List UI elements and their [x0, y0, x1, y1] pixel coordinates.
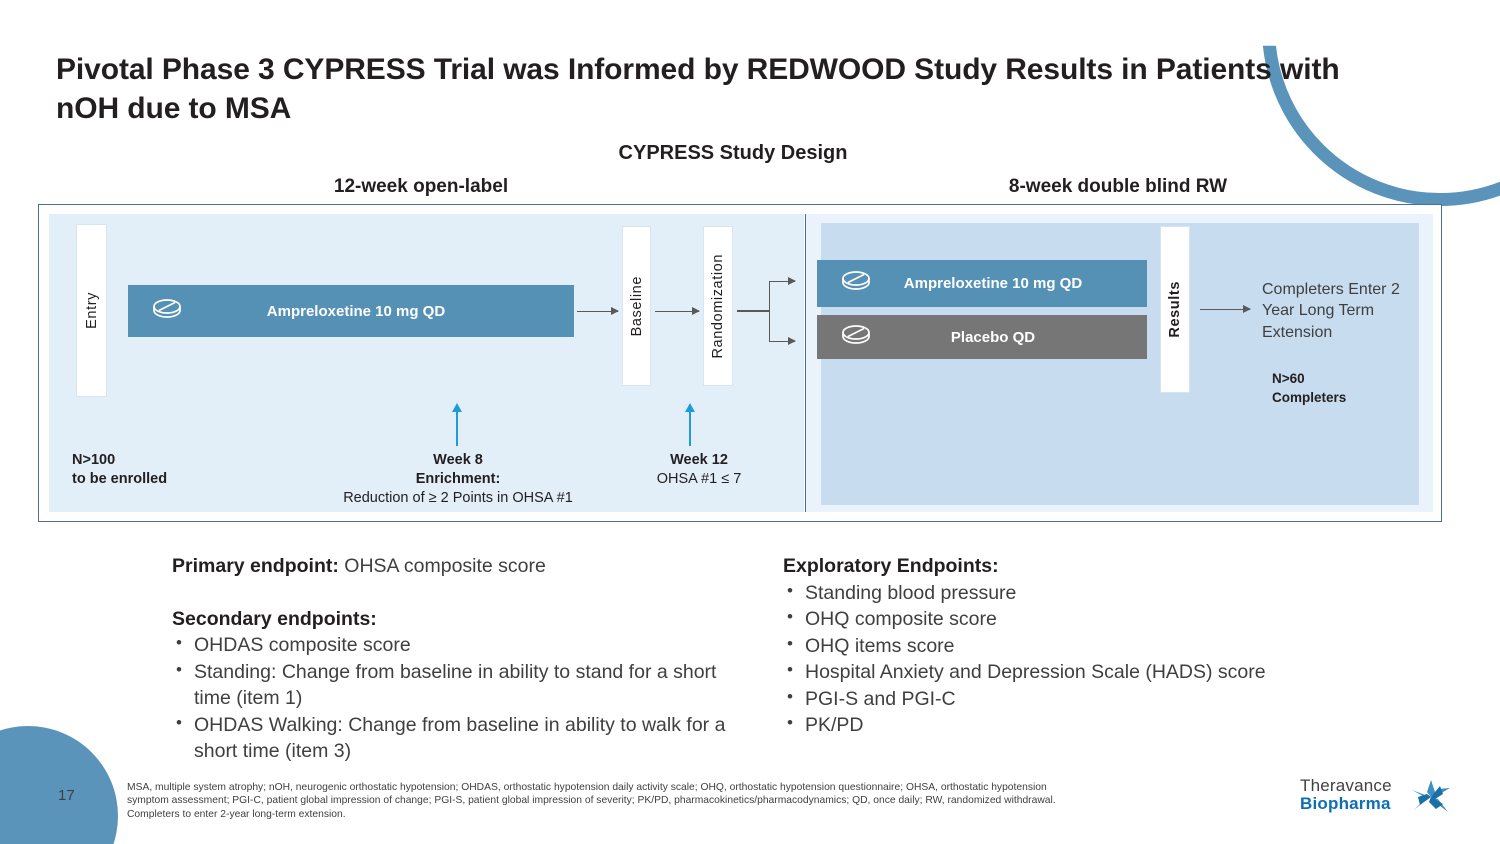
footnote-abbreviations: MSA, multiple system atrophy; nOH, neuro… [127, 781, 1267, 821]
list-item: Standing blood pressure [783, 579, 1383, 607]
secondary-endpoints-list: OHDAS composite score Standing: Change f… [172, 631, 732, 765]
study-design-frame [38, 204, 1442, 522]
baseline-label: Baseline [628, 275, 645, 337]
exploratory-endpoints-list: Standing blood pressure OHQ composite sc… [783, 579, 1383, 739]
placebo-arm-bar: Placebo QD [817, 315, 1147, 359]
completers-line-1: N>60 [1272, 371, 1305, 386]
enrollment-line-1: N>100 [72, 452, 116, 468]
completers-note: N>60 Completers [1272, 369, 1346, 407]
primary-endpoint-label: Primary endpoint: [172, 555, 339, 577]
week12-arrow [684, 403, 696, 446]
arrow-results-to-extension [1200, 303, 1251, 315]
starburst-icon [1410, 778, 1452, 816]
arrow-to-ampreloxetine-arm [769, 275, 796, 287]
list-item: OHQ composite score [783, 605, 1383, 633]
list-item: OHDAS Walking: Change from baseline in a… [172, 711, 732, 765]
secondary-endpoints-label: Secondary endpoints: [172, 607, 377, 630]
enrollment-line-2: to be enrolled [72, 471, 168, 488]
week8-line-2: Enrichment: [415, 471, 501, 488]
list-item: OHQ items score [783, 632, 1383, 660]
study-design-title: CYPRESS Study Design [618, 142, 848, 164]
page-title: Pivotal Phase 3 CYPRESS Trial was Inform… [56, 53, 1340, 125]
week8-line-3: Reduction of ≥ 2 Points in OHSA #1 [343, 490, 573, 507]
footnote-line-1: MSA, multiple system atrophy; nOH, neuro… [127, 782, 1047, 793]
arrow-baseline-to-randomization [655, 305, 700, 317]
primary-endpoint-line: Primary endpoint: OHSA composite score [172, 553, 732, 580]
phase-label-double-blind: 8-week double blind RW [1008, 176, 1228, 197]
long-term-extension-note: Completers Enter 2 Year Long Term Extens… [1262, 281, 1400, 341]
list-item: PK/PD [783, 711, 1383, 739]
phase-label-open-label: 12-week open-label [333, 176, 509, 197]
endpoints-left-column: Primary endpoint: OHSA composite score S… [172, 553, 732, 765]
entry-milestone-box: Entry [76, 224, 107, 397]
completers-line-2: Completers [1272, 390, 1347, 406]
ampreloxetine-bar-label: Ampreloxetine 10 mg QD [903, 275, 1083, 292]
week12-line-2: OHSA #1 ≤ 7 [656, 471, 742, 488]
company-logo: Theravance Biopharma [1300, 776, 1452, 820]
ampreloxetine-arm-bar: Ampreloxetine 10 mg QD [817, 260, 1147, 307]
footnote-line-3: Completers to enter 2-year long-term ext… [127, 808, 346, 820]
week12-note: Week 12 OHSA #1 ≤ 7 [620, 451, 778, 489]
primary-endpoint-value: OHSA composite score [338, 555, 546, 577]
randomization-milestone-box: Randomization [703, 226, 733, 386]
list-item: Standing: Change from baseline in abilit… [172, 658, 732, 712]
randomization-label: Randomization [710, 253, 726, 359]
pill-icon [839, 322, 873, 353]
list-item: OHDAS composite score [172, 631, 732, 659]
page-number: 17 [58, 787, 75, 804]
spacer [172, 580, 732, 606]
decorative-disc-bottom-left [0, 726, 118, 844]
randomization-split-riser [768, 281, 770, 342]
pill-icon [150, 296, 184, 327]
week8-line-1: Week 8 [433, 452, 483, 468]
exploratory-endpoints-label: Exploratory Endpoints: [783, 555, 999, 577]
pill-icon [839, 268, 873, 299]
logo-line-biopharma: Biopharma [1300, 794, 1391, 813]
endpoints-right-column: Exploratory Endpoints: Standing blood pr… [783, 553, 1383, 739]
entry-label: Entry [83, 292, 100, 329]
open-label-panel [49, 214, 804, 512]
week8-note: Week 8 Enrichment: Reduction of ≥ 2 Poin… [330, 451, 586, 508]
randomization-split-stem [737, 310, 770, 312]
enrollment-note: N>100 to be enrolled [72, 451, 167, 489]
open-label-bar-label: Ampreloxetine 10 mg QD [266, 302, 446, 320]
logo-line-theravance: Theravance [1300, 776, 1392, 795]
list-item: Hospital Anxiety and Depression Scale (H… [783, 658, 1383, 686]
list-item: PGI-S and PGI-C [783, 685, 1383, 713]
results-label: Results [1167, 281, 1183, 338]
arrow-bar-to-baseline [577, 305, 619, 317]
baseline-milestone-box: Baseline [622, 226, 651, 386]
placebo-bar-label: Placebo QD [950, 328, 1036, 346]
footnote-line-2: symptom assessment; PGI-C, patient globa… [127, 795, 1056, 807]
week12-line-1: Week 12 [670, 452, 728, 468]
open-label-treatment-bar: Ampreloxetine 10 mg QD [128, 285, 574, 337]
results-milestone-box: Results [1160, 226, 1190, 393]
week8-arrow [451, 403, 463, 446]
arrow-to-placebo-arm [769, 335, 796, 347]
double-blind-panel [805, 214, 1433, 512]
